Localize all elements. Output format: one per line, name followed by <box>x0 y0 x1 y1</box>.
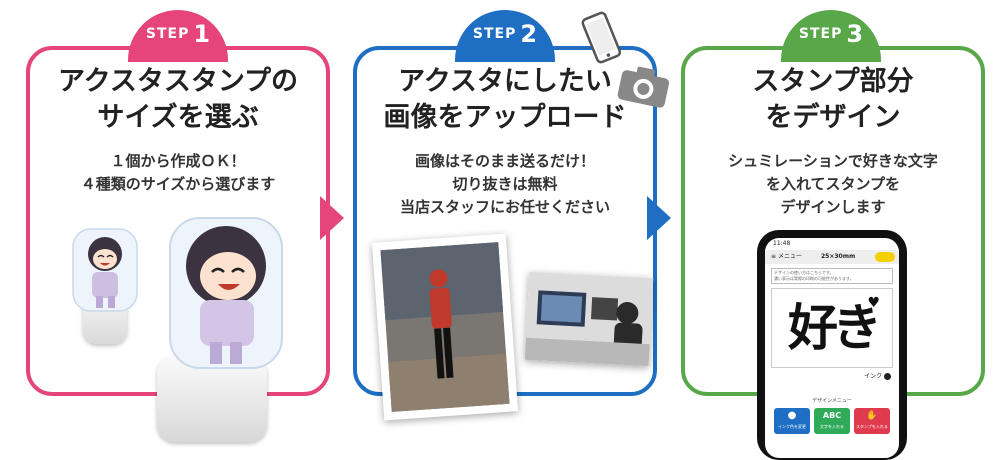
ink-color-button[interactable]: ● インク色を変更 <box>774 408 810 434</box>
desc-line: シュミレーションで好きな文字 <box>728 152 938 170</box>
next-arrow-icon <box>647 196 671 240</box>
upload-photo-office <box>524 271 654 367</box>
desc-line: 切り抜きは無料 <box>452 175 558 193</box>
step1-desc: １個から作成ＯＫ！ ４種類のサイズから選びます <box>26 150 330 196</box>
stamp-icon: ✋ <box>866 411 878 421</box>
desc-line: を入れてスタンプを <box>765 175 901 193</box>
title-line: アクスタスタンプの <box>57 66 299 97</box>
title-line: 画像をアップロード <box>383 102 627 133</box>
title-line: アクスタにしたい <box>398 66 612 97</box>
next-button[interactable] <box>875 252 895 262</box>
step-number: 2 <box>520 20 538 48</box>
phone-toolbar: ≡ メニュー 25×30mm <box>765 250 899 264</box>
ink-label: インク <box>864 373 883 380</box>
button-label: スタンプを入れる <box>856 424 888 429</box>
small-chibi-figure <box>72 228 138 312</box>
notice-box: デザインの使い方はこちらです。 濃い表示は実際の印刷の可能性があります。 <box>771 268 893 284</box>
step-number: 3 <box>846 20 864 48</box>
step2-desc: 画像はそのまま送るだけ！ 切り抜きは無料 当店スタッフにお任せください <box>353 150 657 219</box>
stamp-text: 好き <box>788 299 882 357</box>
person-photo-image <box>380 242 510 412</box>
large-chibi-figure <box>169 217 283 369</box>
ink-row[interactable]: インク <box>765 368 899 383</box>
office-photo-image <box>524 271 654 367</box>
ink-icon: ● <box>787 410 797 421</box>
desc-line: 当店スタッフにお任せください <box>399 198 610 216</box>
stamp-preview[interactable]: 好き ♥ <box>771 288 893 368</box>
desc-line: １個から作成ＯＫ！ <box>110 152 246 170</box>
step1-title: アクスタスタンプの サイズを選ぶ <box>26 64 330 136</box>
camera-icon <box>617 66 670 108</box>
step-number: 1 <box>193 20 211 48</box>
step2-title: アクスタにしたい 画像をアップロード <box>353 64 657 136</box>
title-line: スタンプ部分 <box>752 66 914 97</box>
desc-line: デザインします <box>780 198 886 216</box>
add-stamp-button[interactable]: ✋ スタンプを入れる <box>854 408 890 434</box>
menu-icon[interactable]: ≡ <box>771 253 777 260</box>
button-label: インク色を変更 <box>778 424 806 429</box>
phone-time: 11:48 <box>773 240 791 247</box>
size-label: 25×30mm <box>821 253 856 260</box>
phone-screen: 11:48 ≡ メニュー 25×30mm デザインの使い方はこちらです。 濃い表… <box>765 238 899 458</box>
design-menu-label: デザインメニュー <box>812 398 852 404</box>
large-stamp-base <box>157 356 267 442</box>
title-line: をデザイン <box>765 102 901 133</box>
notice-line: 濃い表示は実際の印刷の可能性があります。 <box>774 276 854 281</box>
add-text-button[interactable]: ABC 文字を入れる <box>814 408 850 434</box>
design-menu-buttons: ● インク色を変更 ABC 文字を入れる ✋ スタンプを入れる <box>765 408 899 434</box>
step3-title: スタンプ部分 をデザイン <box>681 64 985 136</box>
step-label: STEP <box>145 26 190 42</box>
desc-line: ４種類のサイズから選びます <box>80 175 276 193</box>
smartphone-icon <box>581 11 622 64</box>
next-arrow-icon <box>320 196 344 240</box>
step-label: STEP <box>472 26 517 42</box>
title-line: サイズを選ぶ <box>97 102 259 133</box>
button-label: 文字を入れる <box>820 424 844 429</box>
abc-icon: ABC <box>822 411 842 420</box>
menu-label[interactable]: メニュー <box>777 253 802 260</box>
desc-line: 画像はそのまま送るだけ！ <box>414 152 595 170</box>
heart-icon: ♥ <box>867 295 880 311</box>
step-label: STEP <box>798 26 843 42</box>
upload-photo-person <box>371 233 519 421</box>
phone-mockup: 11:48 ≡ メニュー 25×30mm デザインの使い方はこちらです。 濃い表… <box>757 230 907 460</box>
step3-desc: シュミレーションで好きな文字 を入れてスタンプを デザインします <box>681 150 985 219</box>
notice-line: デザインの使い方はこちらです。 <box>774 270 834 275</box>
ink-color-icon <box>884 373 891 380</box>
